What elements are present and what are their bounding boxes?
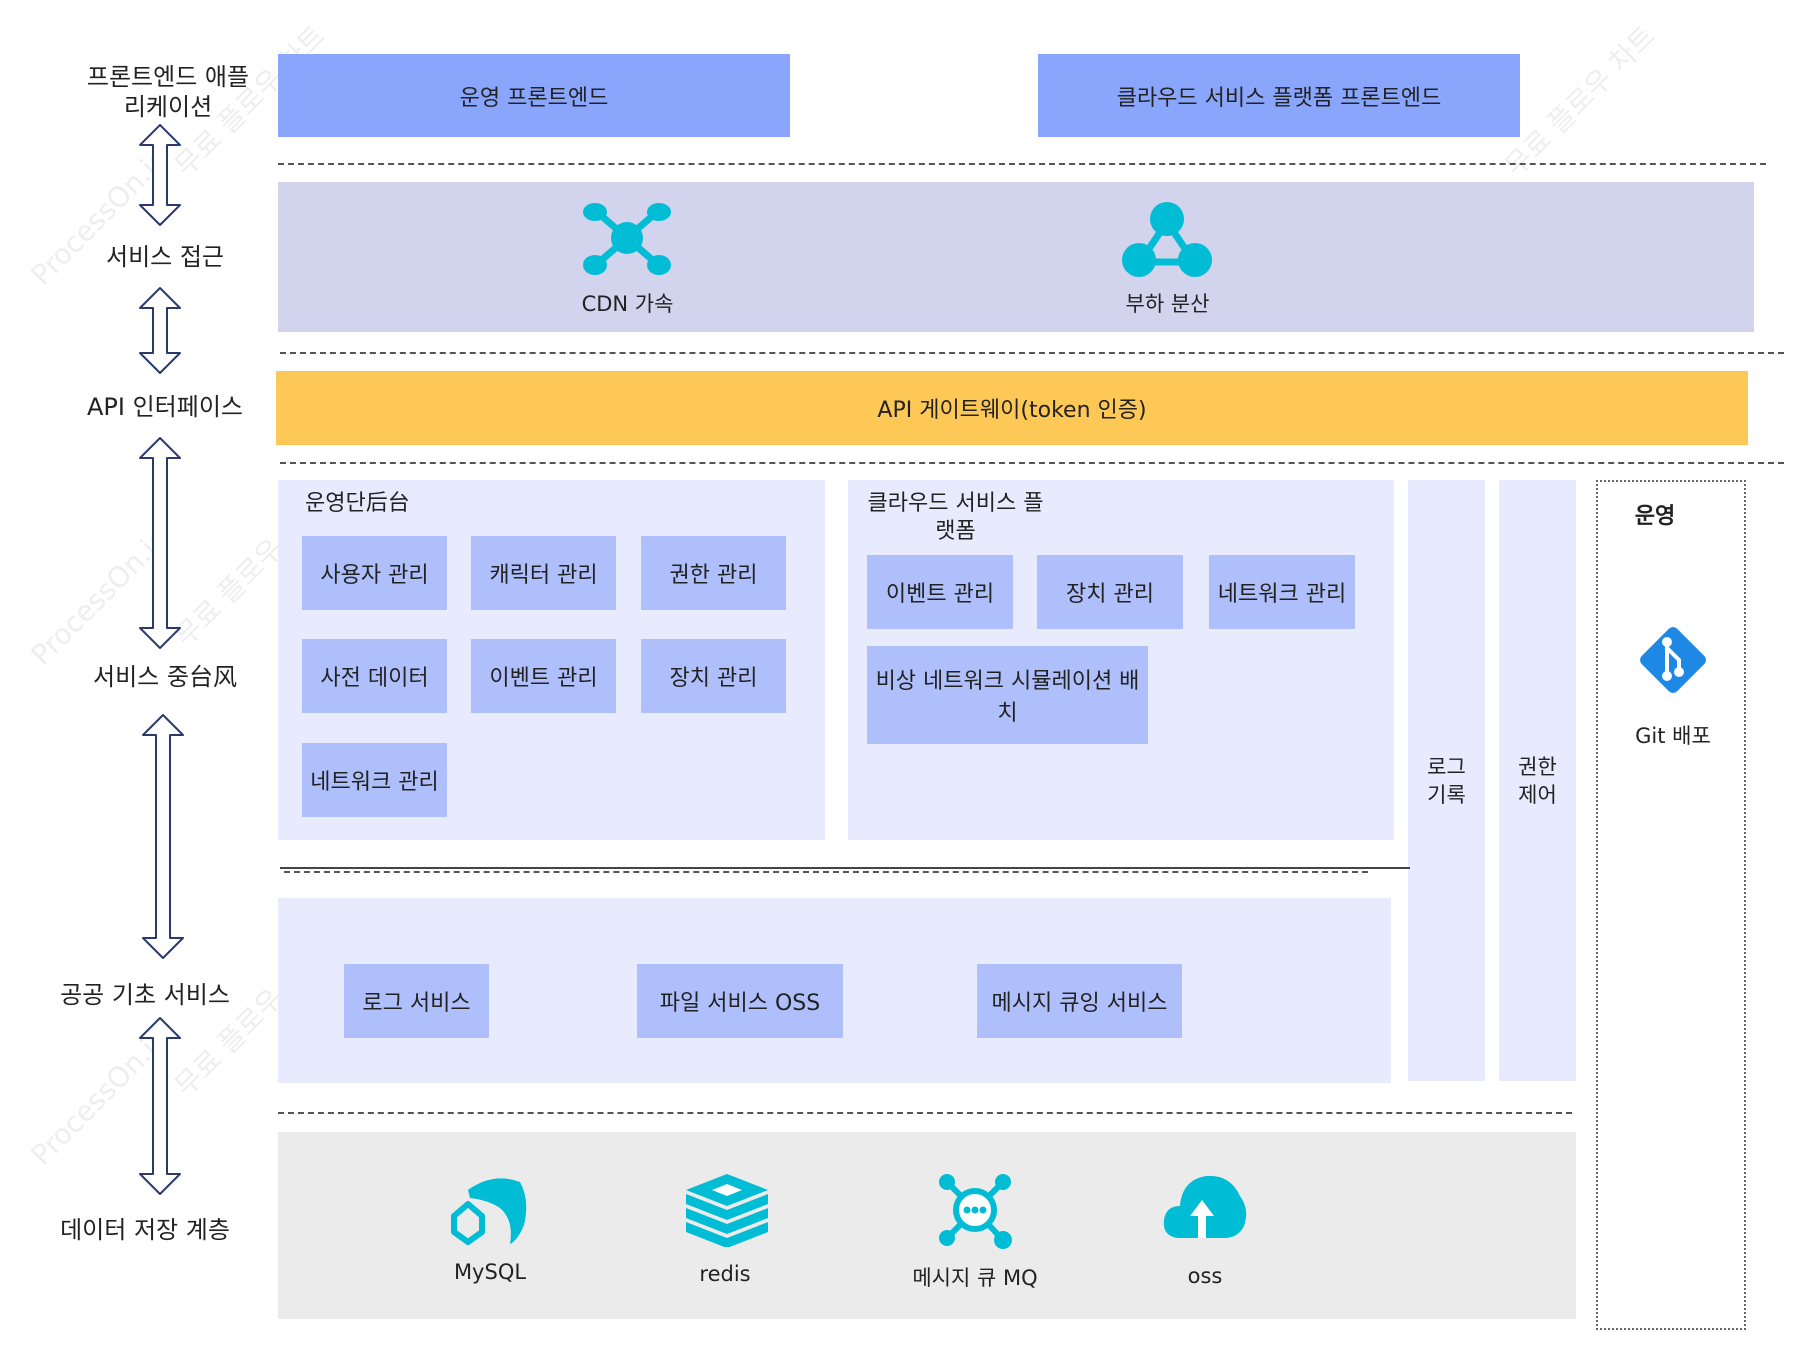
ops-item-label: 장치 관리 — [669, 666, 758, 691]
ops-backend-title: 운영단后台 — [305, 491, 410, 516]
ops-item-events: 이벤트 관리 — [471, 639, 616, 713]
lb-label: 부하 분산 — [1125, 292, 1210, 316]
layer-label-frontend: 프론트엔드 애플리케이션 — [86, 63, 250, 121]
ops-item-roles: 캐릭터 관리 — [471, 536, 616, 610]
cloud-item-events: 이벤트 관리 — [867, 555, 1013, 629]
permission-column: 권한 제어 — [1499, 480, 1576, 1081]
divider — [284, 871, 1368, 873]
common-item-oss: 파일 서비스 OSS — [637, 964, 843, 1038]
divider — [280, 462, 1784, 464]
log-column: 로그 기록 — [1408, 480, 1485, 1081]
git-icon — [1640, 627, 1706, 693]
ops-item-label: 사전 데이터 — [320, 666, 429, 691]
git-deploy-label: Git 배포 — [1635, 724, 1711, 748]
watermark: 무료 플로우 차트 — [1498, 19, 1662, 183]
ops-item-label: 권한 관리 — [669, 563, 758, 588]
divider — [280, 352, 1784, 354]
cloud-item-label: 장치 관리 — [1066, 582, 1154, 607]
divider — [278, 163, 1766, 165]
cloud-item-network: 네트워크 관리 — [1209, 555, 1355, 629]
ops-item-users: 사용자 관리 — [302, 536, 447, 610]
common-item-label: 로그 서비스 — [362, 991, 471, 1016]
common-item-mq: 메시지 큐잉 서비스 — [977, 964, 1182, 1038]
ops-item-dictionary: 사전 데이터 — [302, 639, 447, 713]
cdn-label: CDN 가속 — [581, 292, 674, 316]
divider — [280, 867, 1410, 869]
oss-icon — [1163, 1175, 1247, 1238]
ops-item-label: 이벤트 관리 — [489, 666, 598, 691]
ops-frontend-label: 운영 프론트엔드 — [459, 85, 609, 111]
common-item-label: 메시지 큐잉 서비스 — [991, 991, 1168, 1016]
cloud-item-emergency-sim: 비상 네트워크 시뮬레이션 배치 — [867, 646, 1148, 744]
ops-item-label: 사용자 관리 — [320, 563, 429, 588]
layer-label-storage: 데이터 저장 계층 — [60, 1216, 230, 1244]
permission-column-label: 권한 제어 — [1518, 754, 1557, 807]
cloud-item-label: 네트워크 관리 — [1217, 582, 1347, 607]
layer-label-middle: 서비스 중台风 — [93, 663, 237, 691]
cloud-item-devices: 장치 관리 — [1037, 555, 1183, 629]
mq-label: 메시지 큐 MQ — [912, 1266, 1038, 1290]
api-gateway-label: API 게이트웨이(token 인증) — [877, 398, 1147, 423]
ops-item-label: 캐릭터 관리 — [489, 563, 598, 588]
common-item-log: 로그 서비스 — [344, 964, 489, 1038]
ops-item-permissions: 권한 관리 — [641, 536, 786, 610]
layer-label-access: 서비스 접근 — [105, 243, 225, 271]
mysql-label: MySQL — [453, 1260, 527, 1284]
ops-column — [1596, 480, 1746, 1330]
ops-item-devices: 장치 관리 — [641, 639, 786, 713]
access-panel — [278, 182, 1754, 332]
message-queue-icon — [939, 1174, 1012, 1249]
load-balancer-icon — [1122, 202, 1212, 277]
double-arrows — [139, 124, 184, 1195]
cloud-frontend-box: 클라우드 서비스 플랫폼 프론트엔드 — [1038, 54, 1520, 137]
redis-icon — [686, 1174, 768, 1247]
common-item-label: 파일 서비스 OSS — [659, 991, 821, 1016]
oss-label: oss — [1187, 1264, 1223, 1288]
ops-frontend-box: 운영 프론트엔드 — [278, 54, 790, 137]
log-column-label: 로그 기록 — [1427, 754, 1466, 807]
ops-item-network: 네트워크 관리 — [302, 743, 447, 817]
ops-column-title: 운영 — [1634, 504, 1676, 529]
cdn-icon — [583, 203, 671, 275]
api-gateway-box: API 게이트웨이(token 인증) — [276, 371, 1748, 445]
redis-label: redis — [699, 1262, 751, 1286]
cloud-platform-title: 클라우드 서비스 플랫폼 — [867, 491, 1044, 544]
layer-label-api: API 인터페이스 — [87, 393, 243, 421]
cloud-item-label: 이벤트 관리 — [885, 582, 995, 607]
storage-panel — [278, 1132, 1576, 1319]
mysql-icon — [451, 1178, 527, 1245]
ops-item-label: 네트워크 관리 — [310, 770, 439, 795]
layer-label-common: 공공 기초 서비스 — [60, 981, 230, 1009]
cloud-frontend-label: 클라우드 서비스 플랫폼 프론트엔드 — [1116, 85, 1442, 111]
cloud-item-label: 비상 네트워크 시뮬레이션 배치 — [875, 669, 1140, 726]
divider — [278, 1112, 1572, 1114]
